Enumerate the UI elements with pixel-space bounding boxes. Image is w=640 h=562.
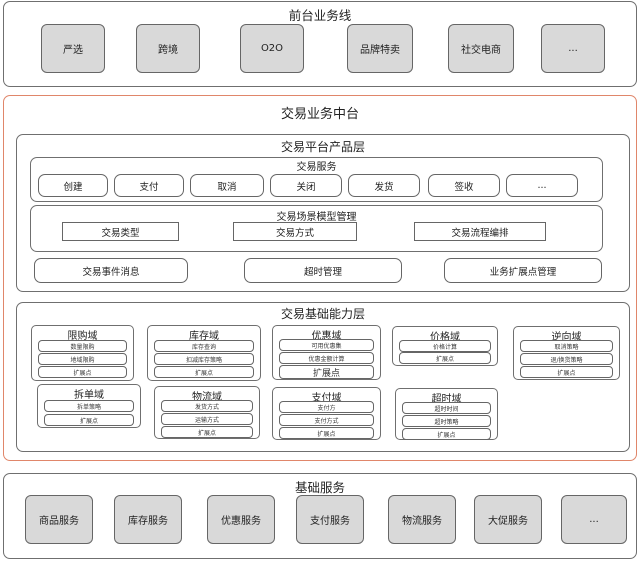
- basic-item-logistics[interactable]: 物流服务: [388, 495, 456, 544]
- domain-item[interactable]: 价格计算: [399, 340, 491, 352]
- domain-item[interactable]: 数量限购: [38, 340, 127, 352]
- basic-item-promotion[interactable]: 优惠服务: [207, 495, 275, 544]
- domain-payment: 支付域 支付方 支付方式 扩展点: [272, 387, 381, 440]
- extension-point-management[interactable]: 业务扩展点管理: [444, 258, 602, 283]
- domain-title: 限购域: [67, 331, 98, 342]
- domain-item[interactable]: 超时时间: [402, 402, 491, 414]
- domain-item[interactable]: 支付方: [279, 401, 374, 413]
- domain-title: 价格域: [430, 332, 460, 343]
- scenario-trade-mode[interactable]: 交易方式: [233, 222, 357, 241]
- domain-title: 超时域: [431, 394, 462, 405]
- timeout-management[interactable]: 超时管理: [244, 258, 402, 283]
- middle-title: 交易业务中台: [280, 107, 359, 122]
- domain-item[interactable]: 扩展点: [279, 427, 374, 439]
- domain-logistics: 物流域 发货方式 运输方式 扩展点: [154, 386, 260, 439]
- service-create[interactable]: 创建: [38, 174, 108, 197]
- domain-item[interactable]: 扩展点: [38, 366, 127, 378]
- domain-item[interactable]: 库存查询: [154, 340, 254, 352]
- domain-item[interactable]: 扩展点: [520, 366, 613, 378]
- domain-title: 优惠域: [311, 331, 342, 342]
- basic-item-promo-event[interactable]: 大促服务: [474, 495, 542, 544]
- domain-title: 拆单域: [74, 390, 104, 401]
- domain-item[interactable]: 支付方式: [279, 414, 374, 426]
- domain-item[interactable]: 扩展点: [161, 426, 253, 438]
- domain-item[interactable]: 扩展点: [402, 428, 491, 440]
- domain-item[interactable]: 扩展点: [279, 365, 374, 379]
- domain-timeout: 超时域 超时时间 超时策略 扩展点: [395, 388, 498, 440]
- domain-item[interactable]: 扩展点: [44, 414, 134, 426]
- frontend-item-kuajing[interactable]: 跨境: [136, 24, 200, 73]
- domain-item[interactable]: 可用优惠集: [279, 339, 374, 351]
- frontend-item-social[interactable]: 社交电商: [448, 24, 514, 73]
- service-pay[interactable]: 支付: [114, 174, 184, 197]
- frontend-item-brand-sale[interactable]: 品牌特卖: [347, 24, 413, 73]
- domain-item[interactable]: 优惠金额计算: [279, 352, 374, 364]
- scenario-title: 交易场景模型管理: [276, 212, 357, 223]
- domain-item[interactable]: 发货方式: [161, 400, 253, 412]
- frontend-item-yanxuan[interactable]: 严选: [41, 24, 105, 73]
- domain-item[interactable]: 扩展点: [154, 366, 254, 378]
- domain-item[interactable]: 取消策略: [520, 340, 613, 352]
- basic-title: 基础服务: [294, 480, 345, 495]
- frontend-item-more[interactable]: ...: [541, 24, 605, 73]
- basic-item-product[interactable]: 商品服务: [25, 495, 93, 544]
- domain-item[interactable]: 扣减库存策略: [154, 353, 254, 365]
- service-sign[interactable]: 签收: [428, 174, 500, 197]
- scenario-trade-type[interactable]: 交易类型: [62, 222, 179, 241]
- frontend-panel: 前台业务线: [3, 1, 637, 87]
- domain-promotion: 优惠域 可用优惠集 优惠金额计算 扩展点: [272, 325, 381, 380]
- domain-title: 库存域: [189, 331, 219, 342]
- domain-item[interactable]: 地域限购: [38, 353, 127, 365]
- domain-item[interactable]: 扩展点: [399, 352, 491, 364]
- frontend-item-o2o[interactable]: O2O: [240, 24, 304, 73]
- domain-item[interactable]: 退/换货策略: [520, 353, 613, 365]
- basic-item-inventory[interactable]: 库存服务: [114, 495, 182, 544]
- scenario-flow-orchestration[interactable]: 交易流程编排: [414, 222, 546, 241]
- service-cancel[interactable]: 取消: [190, 174, 264, 197]
- base-layer-title: 交易基础能力层: [280, 307, 365, 321]
- basic-item-payment[interactable]: 支付服务: [296, 495, 364, 544]
- domain-price: 价格域 价格计算 扩展点: [392, 326, 498, 366]
- product-layer-title: 交易平台产品层: [280, 140, 365, 154]
- domain-item[interactable]: 拆单策略: [44, 400, 134, 412]
- domain-title: 支付域: [311, 393, 342, 404]
- domain-order-split: 拆单域 拆单策略 扩展点: [37, 384, 141, 428]
- domain-inventory: 库存域 库存查询 扣减库存策略 扩展点: [147, 325, 261, 381]
- domain-title: 逆向域: [551, 332, 582, 343]
- domain-item[interactable]: 运输方式: [161, 413, 253, 425]
- frontend-title: 前台业务线: [288, 8, 352, 23]
- domain-reverse: 逆向域 取消策略 退/换货策略 扩展点: [513, 326, 620, 380]
- service-close[interactable]: 关闭: [270, 174, 342, 197]
- basic-item-more[interactable]: ...: [561, 495, 627, 544]
- domain-title: 物流域: [192, 392, 222, 403]
- services-title: 交易服务: [296, 162, 337, 173]
- trade-event-message[interactable]: 交易事件消息: [34, 258, 188, 283]
- service-more[interactable]: ...: [506, 174, 578, 197]
- domain-purchase-limit: 限购域 数量限购 地域限购 扩展点: [31, 325, 134, 381]
- domain-item[interactable]: 超时策略: [402, 415, 491, 427]
- service-ship[interactable]: 发货: [348, 174, 420, 197]
